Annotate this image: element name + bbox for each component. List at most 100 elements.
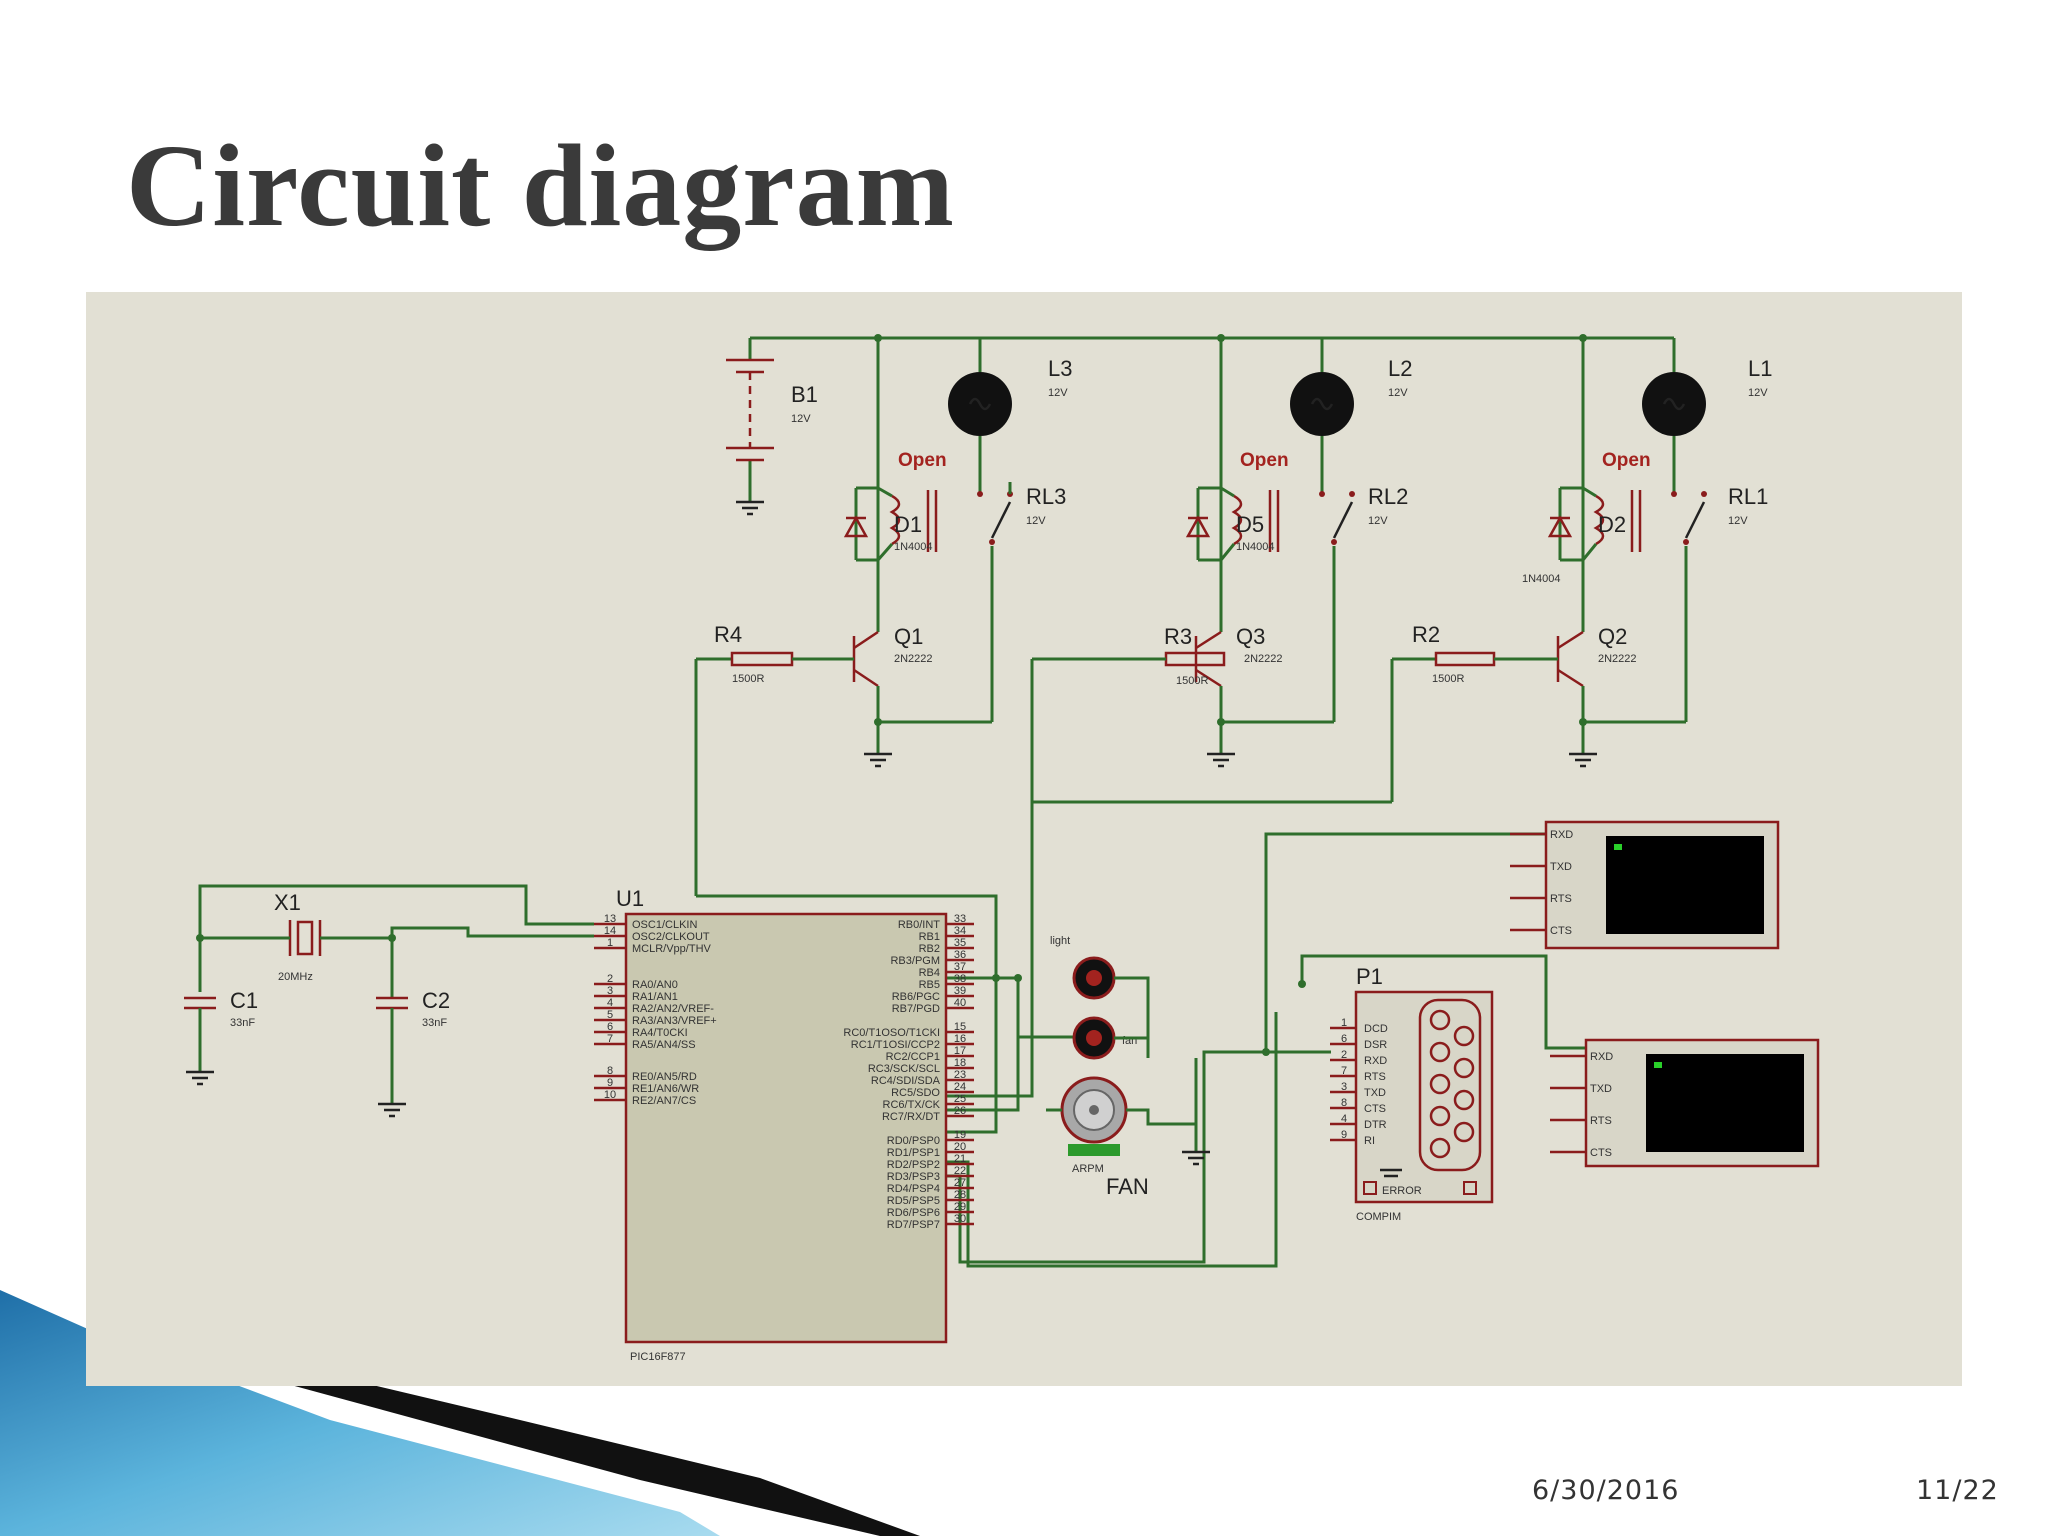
virtual-terminal-2: RXD TXD RTS CTS — [1550, 1038, 1820, 1168]
mcu-right-pin-name: RC2/CCP1 — [886, 1051, 940, 1063]
relay-rl2-state: Open — [1240, 450, 1289, 471]
transistor-q2-ref: Q2 — [1598, 624, 1627, 649]
terminal-pin-name: CTS — [1550, 925, 1572, 937]
mcu-right-pin-number: 37 — [954, 961, 966, 973]
transistor-q3-ref: Q3 — [1236, 624, 1265, 649]
terminal-pin-name: CTS — [1590, 1147, 1612, 1159]
connector-pin-name: RI — [1364, 1135, 1375, 1147]
db9-hole — [1429, 1041, 1451, 1063]
mcu-left-pin-name: OSC2/CLKOUT — [632, 931, 710, 943]
mcu-left-pin-name: OSC1/CLKIN — [632, 919, 697, 931]
terminal-2-pins: RXD TXD RTS CTS — [1550, 1051, 1613, 1159]
connector-pin-number: 4 — [1341, 1113, 1347, 1125]
terminal-pin-name: RTS — [1590, 1115, 1612, 1127]
mcu-right-pin-number: 36 — [954, 949, 966, 961]
transistor-q3-value: 2N2222 — [1244, 653, 1283, 665]
mcu-right-pin-name: RB5 — [919, 979, 940, 991]
resistor-r4-ref: R4 — [714, 622, 742, 647]
mcu-left-pin-number: 2 — [607, 973, 613, 985]
resistor-r2-ref: R2 — [1412, 622, 1440, 647]
mcu-right-pin-name: RB6/PGC — [892, 991, 940, 1003]
relay-rl1-value: 12V — [1728, 515, 1748, 527]
terminal-pin-name: TXD — [1590, 1083, 1612, 1095]
mcu-right-pin-name: RD6/PSP6 — [887, 1207, 940, 1219]
crystal-value: 20MHz — [278, 971, 313, 983]
relay-rl3-ref: RL3 — [1026, 484, 1066, 509]
terminal-pin-name: RXD — [1550, 829, 1573, 841]
relay-rl2-value: 12V — [1368, 515, 1388, 527]
mcu-left-pin-name: RE1/AN6/WR — [632, 1083, 699, 1095]
slide-date: 6/30/2016 — [1532, 1475, 1680, 1506]
terminal-pin-name: TXD — [1550, 861, 1572, 873]
connector-pin-number: 7 — [1341, 1065, 1347, 1077]
terminal-pin-name: RXD — [1590, 1051, 1613, 1063]
db9-hole — [1429, 1105, 1451, 1127]
channel-l2: L2 12V Open RL2 12V D5 1N4004 Q3 2N2222 — [1030, 338, 1412, 1084]
mcu-right-pin-name: RC1/T1OSI/CCP2 — [851, 1039, 940, 1051]
connector-pin-name: DTR — [1364, 1119, 1387, 1131]
mcu-left-pin-number: 4 — [607, 997, 613, 1009]
mcu-right-pin-number: 23 — [954, 1069, 966, 1081]
mcu-right-pin-name: RC3/SCK/SCL — [868, 1063, 940, 1075]
mcu-right-pin-number: 27 — [954, 1177, 966, 1189]
fan-motor-sublabel: ARPM — [1072, 1163, 1104, 1175]
transistor-q1-ref: Q1 — [894, 624, 923, 649]
mcu-left-pin-name: MCLR/Vpp/THV — [632, 943, 712, 955]
capacitor-c1-value: 33nF — [230, 1017, 255, 1029]
mcu-left-pin-name: RE0/AN5/RD — [632, 1071, 697, 1083]
channel-l1: L1 12V Open RL1 12V D2 1N4004 Q2 2N2222 — [1390, 338, 1772, 802]
mcu-right-pin-number: 16 — [954, 1033, 966, 1045]
mcu-right-pin-name: RD2/PSP2 — [887, 1159, 940, 1171]
light-indicator-label: light — [1050, 935, 1070, 947]
mcu-left-pin-number: 9 — [607, 1077, 613, 1089]
mcu-left-pin-name: RA0/AN0 — [632, 979, 678, 991]
resistor-r3-value: 1500R — [1176, 675, 1208, 687]
mcu-left-pin-number: 5 — [607, 1009, 613, 1021]
battery-ref: B1 — [791, 382, 818, 407]
mcu-right-pin-number: 24 — [954, 1081, 966, 1093]
fan-motor-label: FAN — [1106, 1174, 1149, 1199]
mcu-left-pin-number: 13 — [604, 913, 616, 925]
mcu-right-pin-name: RB2 — [919, 943, 940, 955]
mcu-right-pin-number: 18 — [954, 1057, 966, 1069]
mcu-right-pin-number: 20 — [954, 1141, 966, 1153]
lamp-l3-value: 12V — [1048, 387, 1068, 399]
battery-value: 12V — [791, 413, 811, 425]
mcu-right-pin-name: RC4/SDI/SDA — [871, 1075, 941, 1087]
mcu-right-pin-name: RD3/PSP3 — [887, 1171, 940, 1183]
diode-d2-ref: D2 — [1598, 512, 1626, 537]
mcu-left-pin-name: RA4/T0CKI — [632, 1027, 688, 1039]
mcu-right-pin-name: RD5/PSP5 — [887, 1195, 940, 1207]
mcu-right-pin-name: RC0/T1OSO/T1CKI — [843, 1027, 940, 1039]
lamp-l1-ref: L1 — [1748, 356, 1772, 381]
mcu-left-pin-number: 8 — [607, 1065, 613, 1077]
battery-b1: B1 12V — [726, 358, 818, 516]
connector-part: COMPIM — [1356, 1211, 1401, 1223]
capacitor-c1-ref: C1 — [230, 988, 258, 1013]
mcu-left-pin-name: RA5/AN4/SS — [632, 1039, 696, 1051]
mcu-left-pin-number: 3 — [607, 985, 613, 997]
indicator-leds: light fan — [1050, 935, 1150, 1060]
connector-pin-name: DSR — [1364, 1039, 1387, 1051]
db9-hole — [1453, 1089, 1475, 1111]
mcu-right-pin-name: RB4 — [919, 967, 940, 979]
mcu-right-pin-number: 25 — [954, 1093, 966, 1105]
mcu-right-pin-name: RD4/PSP4 — [887, 1183, 940, 1195]
channel-l3: L3 12V Open RL3 12V D1 1N4004 — [694, 338, 1072, 896]
mcu-right-pin-number: 29 — [954, 1201, 966, 1213]
fan-motor: ARPM FAN — [1046, 1058, 1210, 1199]
connector-pin-name: RXD — [1364, 1055, 1387, 1067]
relay-rl2-ref: RL2 — [1368, 484, 1408, 509]
mcu-right-pin-number: 22 — [954, 1165, 966, 1177]
diode-d2-value: 1N4004 — [1522, 573, 1561, 585]
mcu-right-pin-number: 17 — [954, 1045, 966, 1057]
oscillator-circuit: X1 20MHz C1 33nF C2 33nF — [184, 884, 594, 1118]
mcu-part: PIC16F877 — [630, 1351, 686, 1363]
mcu-right-pin-name: RD1/PSP1 — [887, 1147, 940, 1159]
mcu-left-pin-number: 1 — [607, 937, 613, 949]
relay-rl1-ref: RL1 — [1728, 484, 1768, 509]
capacitor-c2-value: 33nF — [422, 1017, 447, 1029]
